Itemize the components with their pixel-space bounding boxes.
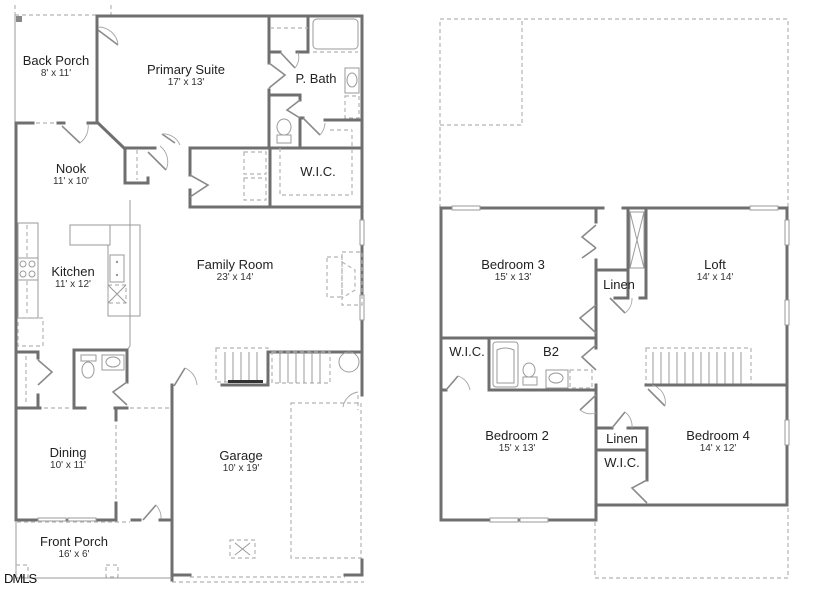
room-dims: 15' x 13' <box>498 443 536 455</box>
room-name: Front Porch <box>40 534 108 549</box>
room-dims: 23' x 14' <box>216 272 254 284</box>
room-dims: 14' x 14' <box>696 272 734 284</box>
second-floor-plan <box>439 18 790 579</box>
room-label-primary-suite: Primary Suite 17' x 13' <box>146 62 226 89</box>
room-name: Kitchen <box>51 264 95 279</box>
room-dims: 11' x 10' <box>53 176 89 188</box>
room-name: Nook <box>55 161 87 176</box>
room-name: Garage <box>219 448 263 463</box>
room-label-b2: B2 <box>543 344 559 359</box>
room-name: Bedroom 4 <box>686 428 750 443</box>
room-dims: 10' x 11' <box>50 460 86 472</box>
room-name: P. Bath <box>295 71 337 86</box>
room-label-linen-lower: Linen <box>606 431 638 446</box>
room-name: Bedroom 2 <box>485 428 549 443</box>
room-label-bedroom-3: Bedroom 3 15' x 13' <box>481 257 545 284</box>
room-label-bedroom-4: Bedroom 4 14' x 12' <box>686 428 750 455</box>
room-label-garage: Garage 10' x 19' <box>219 448 263 475</box>
room-name: W.I.C. <box>604 455 640 470</box>
room-label-kitchen: Kitchen 11' x 12' <box>51 264 95 291</box>
room-dims: 16' x 6' <box>58 549 90 561</box>
room-label-p-bath: P. Bath <box>295 71 337 86</box>
room-dims: 8' x 11' <box>40 68 72 80</box>
room-label-linen-upper: Linen <box>603 277 635 292</box>
room-dims: 14' x 12' <box>699 443 737 455</box>
room-label-loft: Loft 14' x 14' <box>696 257 734 284</box>
room-dims: 17' x 13' <box>167 77 205 89</box>
room-name: Loft <box>704 257 726 272</box>
room-name: Linen <box>606 431 638 446</box>
room-label-back-porch: Back Porch 8' x 11' <box>22 53 90 80</box>
room-label-dining: Dining 10' x 11' <box>49 445 87 472</box>
room-name: Primary Suite <box>146 62 226 77</box>
room-label-front-porch: Front Porch 16' x 6' <box>40 534 108 561</box>
room-name: Dining <box>49 445 87 460</box>
room-label-wic-br3: W.I.C. <box>449 344 485 359</box>
room-name: B2 <box>543 344 559 359</box>
room-label-bedroom-2: Bedroom 2 15' x 13' <box>485 428 549 455</box>
watermark: DMLS <box>4 571 37 586</box>
room-name: Family Room <box>196 257 274 272</box>
room-label-family-room: Family Room 23' x 14' <box>196 257 274 284</box>
room-dims: 10' x 19' <box>222 463 260 475</box>
room-name: W.I.C. <box>449 344 485 359</box>
room-name: W.I.C. <box>300 164 336 179</box>
room-label-wic-primary: W.I.C. <box>300 164 336 179</box>
room-name: Back Porch <box>22 53 90 68</box>
room-dims: 11' x 12' <box>55 279 91 291</box>
room-label-nook: Nook 11' x 10' <box>53 161 89 188</box>
first-floor-plan <box>14 5 365 583</box>
room-dims: 15' x 13' <box>494 272 532 284</box>
room-label-wic-br4: W.I.C. <box>604 455 640 470</box>
room-name: Linen <box>603 277 635 292</box>
room-name: Bedroom 3 <box>481 257 545 272</box>
